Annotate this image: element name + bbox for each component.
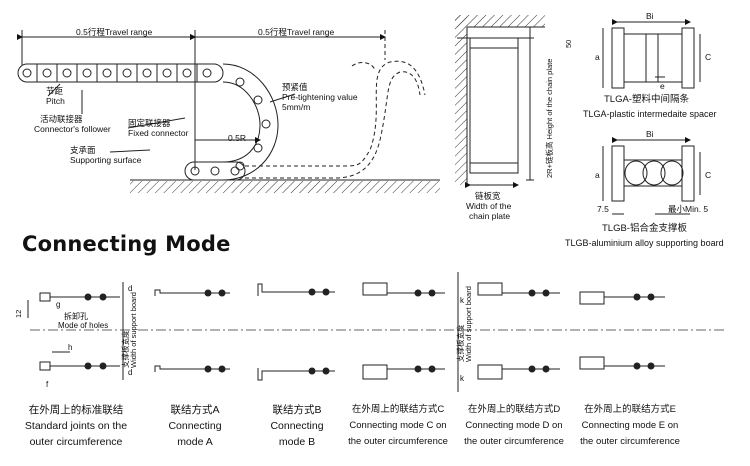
tlgb-title-en: TLGB-aluminium alloy supporting board (565, 238, 724, 248)
tlga-title-cn: TLGA-塑料中间隔条 (604, 94, 689, 105)
chain-plate-width-en2: chain plate (469, 211, 511, 221)
chain-plate-width-en1: Width of the (466, 201, 512, 211)
holes-cn: 拆卸孔 (64, 312, 88, 321)
connecting-mode-heading: Connecting Mode (22, 232, 231, 256)
caption-standard-en1: Standard joints on the (24, 420, 128, 432)
dim-50: 50 (564, 39, 573, 48)
dim-d-bottom: d (128, 368, 133, 377)
mode-a-drawing (154, 289, 230, 373)
caption-mode-d-en1: Connecting mode D on (465, 420, 563, 431)
pitch-cn: 节距 (46, 86, 64, 96)
caption-mode-a-en1: Connecting (168, 420, 222, 432)
chain-plate-height: 2R+链板高 Height of the chain plate (545, 58, 554, 178)
mode-drawings (27, 272, 665, 392)
ground-hatch (130, 181, 440, 193)
tlgb-bi: Bi (646, 129, 654, 139)
pitch-en: Pitch (46, 96, 65, 106)
upper-chain-links (22, 64, 212, 82)
caption-mode-b-cn: 联结方式B (272, 404, 322, 416)
caption-mode-d-cn: 在外周上的联结方式D (467, 404, 561, 415)
dim-k-bottom: k (460, 374, 464, 383)
tlga-drawing (602, 19, 701, 89)
tlgb-drawing (602, 137, 701, 215)
dim-d-top: d (128, 284, 133, 293)
caption-mode-c: 在外周上的联结方式C Connecting mode C on the oute… (340, 402, 456, 450)
dim-12: 12 (14, 309, 23, 318)
chain-plate-width-cn: 链板宽 (475, 191, 501, 201)
dim-f: f (46, 380, 49, 389)
caption-standard-cn: 在外周上的标准联结 (28, 404, 124, 416)
caption-mode-c-cn: 在外周上的联结方式C (351, 404, 445, 415)
tlgb-title-cn: TLGB-铝合金支撑板 (602, 223, 687, 234)
mode-b-drawing (257, 283, 335, 381)
tlga-title-en: TLGA-plastic intermedaite spacer (583, 109, 717, 119)
travel-range-right: 0.5行程Travel range (258, 27, 335, 37)
mode-e-drawing (579, 291, 665, 370)
dim-h: h (68, 343, 73, 352)
tlga-e: e (660, 81, 665, 91)
caption-mode-d: 在外周上的联结方式D Connecting mode D on the oute… (456, 402, 572, 450)
caption-standard-en2: outer circumference (29, 436, 123, 448)
mode-standard-drawing (27, 282, 124, 380)
caption-mode-e-en2: the outer circumference (580, 436, 680, 447)
caption-mode-e-en1: Connecting mode E on (581, 420, 679, 431)
caption-mode-d-en2: the outer circumference (464, 436, 564, 447)
mode-d-drawing (457, 272, 560, 392)
tlgb-dim-left: 7.5 (597, 204, 609, 214)
travel-range-left: 0.5行程Travel range (76, 27, 153, 37)
mode-c-drawing (362, 282, 445, 380)
pretight-en: Pre-tightening value (282, 92, 358, 102)
holes-en: Mode of holes (58, 321, 109, 330)
follower-en: Connector's follower (34, 124, 111, 134)
follower-cn: 活动联接器 (40, 114, 83, 124)
pretight-value: 5mm/m (282, 102, 311, 112)
tlga-bi: Bi (646, 11, 654, 21)
support-en: Supporting surface (70, 155, 142, 165)
caption-mode-b-en1: Connecting (270, 420, 324, 432)
dim-g: g (56, 300, 61, 309)
support-board-en-right: Width of support board (464, 286, 473, 362)
tlga-c: C (705, 52, 712, 62)
caption-mode-c-en1: Connecting mode C on (349, 420, 447, 431)
tlgb-a: a (595, 170, 600, 180)
fixed-en: Fixed connector (128, 128, 189, 138)
caption-mode-b: 联结方式B Connecting mode B (252, 402, 342, 450)
pretight-cn: 预紧值 (282, 82, 308, 92)
tlgb-dim-right: 最小Min. 5 (668, 204, 709, 214)
fixed-cn: 固定联接器 (128, 118, 171, 128)
caption-mode-c-en2: the outer circumference (348, 436, 448, 447)
caption-mode-a-en2: mode A (177, 436, 213, 448)
caption-mode-a: 联结方式A Connecting mode A (150, 402, 240, 450)
support-board-en-left: Width of support board (129, 292, 138, 368)
chain-plate-section (455, 15, 545, 188)
caption-mode-b-en2: mode B (278, 436, 316, 448)
tlgb-c: C (705, 170, 712, 180)
dim-k-top: k (460, 296, 464, 305)
radius-label: 0.5R (228, 133, 246, 143)
support-cn: 支承面 (70, 145, 96, 155)
chain-side-view (17, 30, 440, 181)
caption-mode-a-cn: 联结方式A (170, 404, 220, 416)
caption-mode-e: 在外周上的联结方式E Connecting mode E on the oute… (572, 402, 688, 450)
tlga-a: a (595, 52, 600, 62)
caption-standard: 在外周上的标准联结 Standard joints on the outer c… (6, 402, 146, 450)
caption-mode-e-cn: 在外周上的联结方式E (584, 404, 676, 415)
